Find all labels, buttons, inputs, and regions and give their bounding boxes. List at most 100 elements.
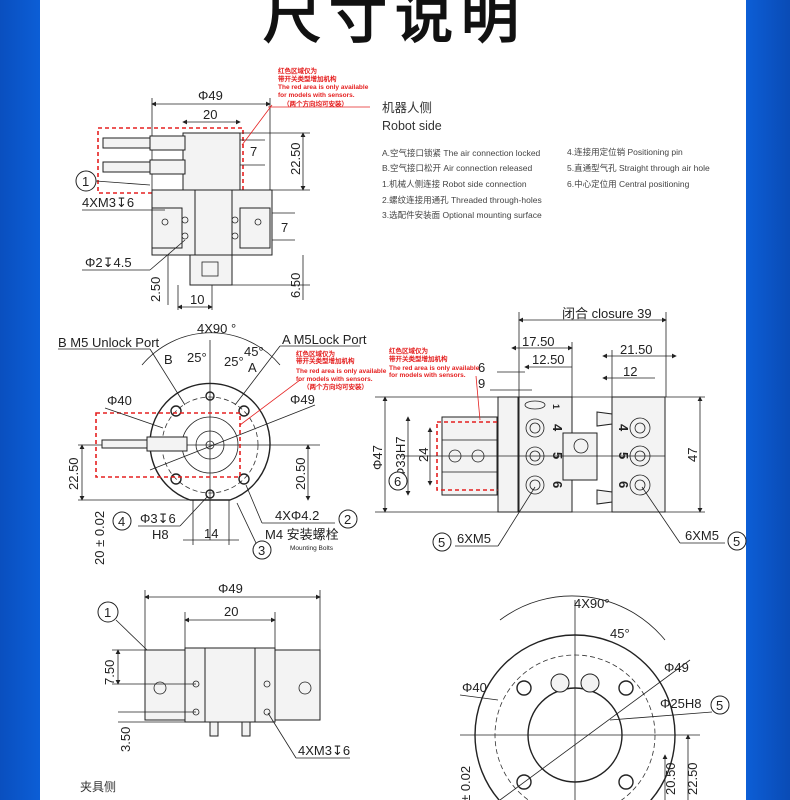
closure-view-thread-l-text: 6XM5 [457,531,491,546]
port-b-label: B M5 Unlock Port [58,335,160,350]
path-mark [596,489,613,505]
circle-mark [516,680,532,696]
dim-h2-50: 2.50 [148,277,163,302]
text-mark: A.空气接口锁紧 The air connection locked [382,148,541,158]
closure-view-ports-2-text: 6 [550,481,565,488]
rect-mark [562,432,598,481]
circle-mark [205,391,215,401]
dim-d40: Φ40 [107,393,132,408]
rect-mark [101,439,148,449]
rect-mark [209,721,219,737]
closure-view-d6-text: 12 [623,364,637,379]
line-mark [104,407,164,429]
sensor-note-line4-text: for models with sensors. [389,372,466,379]
line-mark [497,486,536,547]
sensor-note-line4-text: for models with sensors. [296,376,373,383]
front-view-w-text: 14 [204,526,218,541]
circle-mark [231,232,239,240]
left-blue-frame [0,0,40,800]
circle-mark [474,634,676,800]
tool-side-view-h2-text: 3.50 [118,727,133,752]
tool-front-view-d25-text: Φ25H8 [660,696,701,711]
sensor-note-line2-text: 带开关类型增加机构 [389,354,448,363]
closure-view-thread-r-text: 6XM5 [685,528,719,543]
front-view-b-text: B [164,352,173,367]
circle-mark [170,405,182,417]
closure-view-d4-text: 9 [478,376,485,391]
front-view-robot: 4X90 ° B M5 Unlock Port A M5Lock Port B … [58,321,367,565]
dim-w10: 10 [190,292,204,307]
front-view-hole-text: Φ3↧6 [140,511,176,526]
rect-mark [194,189,233,256]
closure-view-callout6-text: 6 [394,474,401,489]
line-mark [179,495,209,527]
front-view-tool: 4X90° 45° Φ49 Φ40 Φ25H8 5 20 ± 0.02 22.5… [458,595,730,800]
thread-label: 4XM3↧6 [82,195,134,210]
line-mark [149,404,316,471]
front-view-ang2-text: 25° [224,354,244,369]
sensor-note-line5-text: （两个方向均可安装） [303,382,368,391]
legend-items-left-1-en-text: Air connection released [443,163,532,173]
circle-mark [298,681,312,695]
tool-front-view-d49-text: Φ49 [664,660,689,675]
closure-view-ports-2-text: 6 [616,481,631,488]
closure-view-d2-text: 12.50 [532,352,565,367]
right-blue-frame [746,0,790,800]
sensor-note-line4-text: for models with sensors. [278,92,355,99]
callout-4 [112,511,132,531]
sensor-note-mid: 红色区域仅为 带开关类型增加机构 The red area is only av… [296,349,387,391]
sensor-note-top: 红色区域仅为 带开关类型增加机构 The red area is only av… [278,66,369,108]
line-mark [239,379,301,426]
sensor-note-line1-text: 红色区域仅为 [389,346,428,355]
rect-mark [241,721,251,737]
path-mark [499,595,666,641]
closure-view: 闭合 closure 39 17.50 12.50 6 9 21.50 12 Φ… [370,306,747,552]
legend-items-left-1-cn-text: B.空气接口松开 [382,163,442,173]
callout-1-tool [97,601,119,623]
text-mark: 3.选配件安装面 Optional mounting surface [382,210,542,220]
text-mark: 1.机械人侧连接 Robot side connection [382,179,527,189]
line-mark [149,239,186,271]
line-mark [234,345,281,406]
tool-side-view-h1-text: 7.50 [102,660,117,685]
circle-mark [525,475,545,495]
page-title: 尺寸说明 [262,0,527,51]
circle-mark [618,774,634,790]
closure-view-d47-text: Φ47 [370,445,385,470]
circle-mark [263,680,271,688]
rect-mark [149,135,186,151]
legend-items-left-4-en-text: Optional mounting surface [442,210,541,220]
callout-3 [252,540,272,560]
circle-mark [263,708,271,716]
path-mark [596,411,613,427]
dim-h6-50: 6.50 [288,273,303,298]
circle-mark [205,489,215,499]
dim-d49: Φ49 [290,392,315,407]
line-mark [241,104,273,146]
circle-mark [516,774,532,790]
tool-front-view-h1-text: 22.50 [685,762,700,795]
legend-title-en: Robot side [382,119,442,133]
sensor-note-line3-text: The red area is only available [389,365,480,372]
dim-h7-top: 7 [250,144,257,159]
circle-mark [529,422,541,434]
rect-mark [151,207,183,249]
callout-5-tool [710,695,730,715]
legend-items-right-1-cn-text: 5.直通型气孔 [567,163,617,173]
tool-front-view-pitch-text: 4X90° [574,596,610,611]
circle-mark [525,418,545,438]
front-view-a-text: A [248,360,257,375]
line-mark [95,180,151,186]
side-view-callout-text: 1 [82,174,89,189]
closure-view-callout5-text: 5 [733,534,740,549]
circle-mark [629,417,651,439]
line-mark [115,619,148,651]
dim-width20: 20 [203,107,217,122]
circle-mark [153,681,167,695]
text-mark: 6.中心定位用 Central positioning [567,179,690,189]
front-view-fit-text: H8 [152,527,169,542]
callout-2 [338,509,358,529]
legend-items-left-0-en-text: The air connection locked [443,148,540,158]
tool-side-view-callout-text: 1 [104,605,111,620]
